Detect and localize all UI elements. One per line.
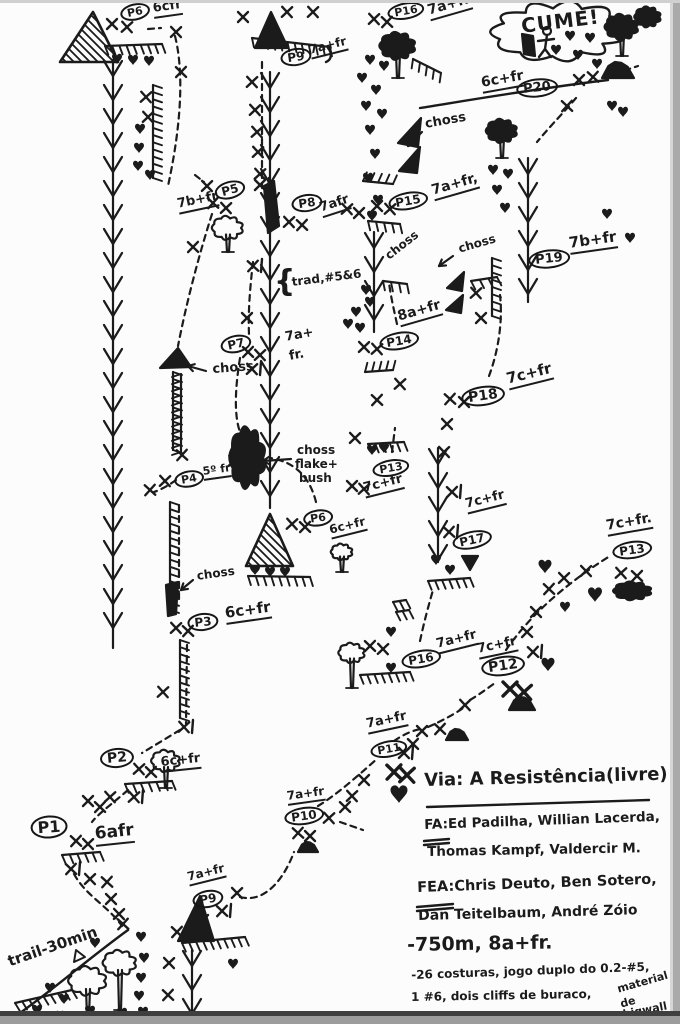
scan-edge-top — [0, 0, 680, 3]
grade-label-9: fr. — [287, 346, 306, 364]
route-stats: -750m, 8a+fr. — [406, 931, 553, 956]
note-bush-7: bush — [299, 471, 332, 485]
note-flake-6: flake+ — [295, 457, 338, 471]
scan-edge-right-2 — [670, 0, 673, 1024]
fa-line-2: Thomas Kampf, Valdercir M. — [426, 840, 641, 860]
note--9: { — [274, 264, 296, 299]
note-choss-3: choss — [211, 359, 255, 377]
scan-edge-bottom-2 — [0, 1016, 680, 1024]
gear-note-2: 1 #6, dois cliffs de buraco, — [410, 986, 592, 1004]
note-choss-5: choss — [297, 443, 336, 457]
scan-edge-right — [673, 0, 680, 1024]
grade-label-22: 6afr — [94, 820, 136, 847]
scan-edge-bottom — [0, 1011, 680, 1016]
